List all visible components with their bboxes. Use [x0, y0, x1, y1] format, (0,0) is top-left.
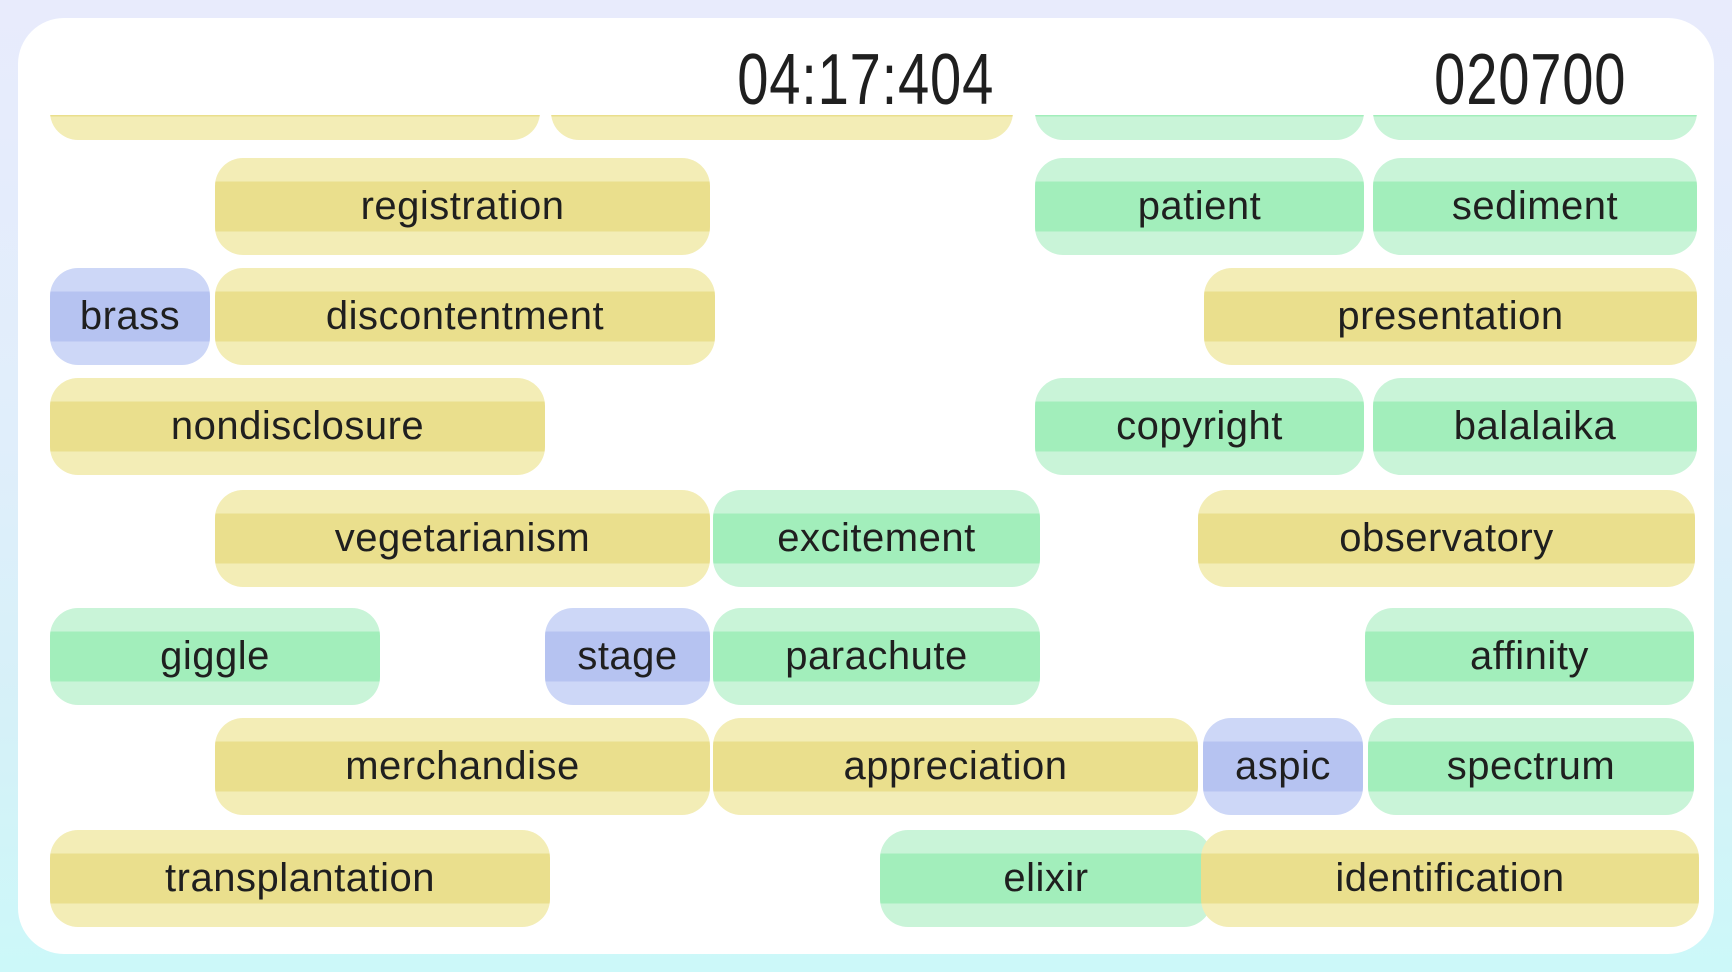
hud-bar: 04:17:404 020700	[18, 18, 1714, 120]
pill-sediment[interactable]: sediment	[1373, 158, 1697, 255]
word-field: registration patient sediment brass disc…	[18, 115, 1714, 954]
pill-observatory[interactable]: observatory	[1198, 490, 1695, 587]
pill-label: patient	[1137, 184, 1262, 228]
pill-elixir[interactable]: elixir	[880, 830, 1212, 927]
pill-discontentment[interactable]: discontentment	[215, 268, 715, 365]
pill-giggle[interactable]: giggle	[50, 608, 380, 705]
pill-label: identification	[1335, 856, 1565, 900]
pill-stage[interactable]: stage	[545, 608, 710, 705]
score-display: 020700	[1433, 40, 1626, 120]
pill-parachute[interactable]: parachute	[713, 608, 1040, 705]
pill-clipped-1[interactable]	[50, 115, 540, 140]
pill-affinity[interactable]: affinity	[1365, 608, 1694, 705]
pill-label: discontentment	[325, 294, 605, 338]
timer-value: 04:17:404	[737, 40, 995, 120]
pill-nondisclosure[interactable]: nondisclosure	[50, 378, 545, 475]
pill-label: aspic	[1235, 744, 1331, 788]
pill-registration[interactable]: registration	[215, 158, 710, 255]
timer-display: 04:17:404	[18, 44, 1714, 116]
pill-label: giggle	[160, 634, 270, 678]
pill-presentation[interactable]: presentation	[1204, 268, 1697, 365]
pill-aspic[interactable]: aspic	[1203, 718, 1363, 815]
pill-clipped-2[interactable]	[551, 115, 1013, 140]
pill-label: nondisclosure	[170, 404, 425, 448]
pill-merchandise[interactable]: merchandise	[215, 718, 710, 815]
pill-excitement[interactable]: excitement	[713, 490, 1040, 587]
pill-label: stage	[577, 634, 678, 678]
pill-spectrum[interactable]: spectrum	[1368, 718, 1694, 815]
pill-clipped-3[interactable]	[1035, 115, 1364, 140]
pill-label: spectrum	[1446, 744, 1616, 788]
pill-label: elixir	[1003, 856, 1089, 900]
pill-copyright[interactable]: copyright	[1035, 378, 1364, 475]
pill-label: vegetarianism	[334, 516, 591, 560]
pill-identification[interactable]: identification	[1201, 830, 1699, 927]
pill-brass[interactable]: brass	[50, 268, 210, 365]
pill-patient[interactable]: patient	[1035, 158, 1364, 255]
pill-label: transplantation	[165, 856, 435, 900]
pill-label: observatory	[1339, 516, 1554, 560]
pill-label: presentation	[1337, 294, 1564, 338]
pill-label: appreciation	[843, 744, 1068, 788]
pill-balalaika[interactable]: balalaika	[1373, 378, 1697, 475]
pill-label: merchandise	[345, 744, 580, 788]
pill-label: excitement	[777, 516, 976, 560]
pill-label: copyright	[1116, 404, 1283, 448]
pill-label: registration	[360, 184, 565, 228]
pill-appreciation[interactable]: appreciation	[713, 718, 1198, 815]
pill-clipped-4[interactable]	[1373, 115, 1697, 140]
game-panel: 04:17:404 020700 registration patient se…	[18, 18, 1714, 954]
pill-label: affinity	[1470, 634, 1589, 678]
pill-transplantation[interactable]: transplantation	[50, 830, 550, 927]
pill-label: brass	[79, 294, 181, 338]
pill-label: balalaika	[1453, 404, 1617, 448]
pill-vegetarianism[interactable]: vegetarianism	[215, 490, 710, 587]
pill-label: parachute	[785, 634, 968, 678]
pill-label: sediment	[1451, 184, 1619, 228]
